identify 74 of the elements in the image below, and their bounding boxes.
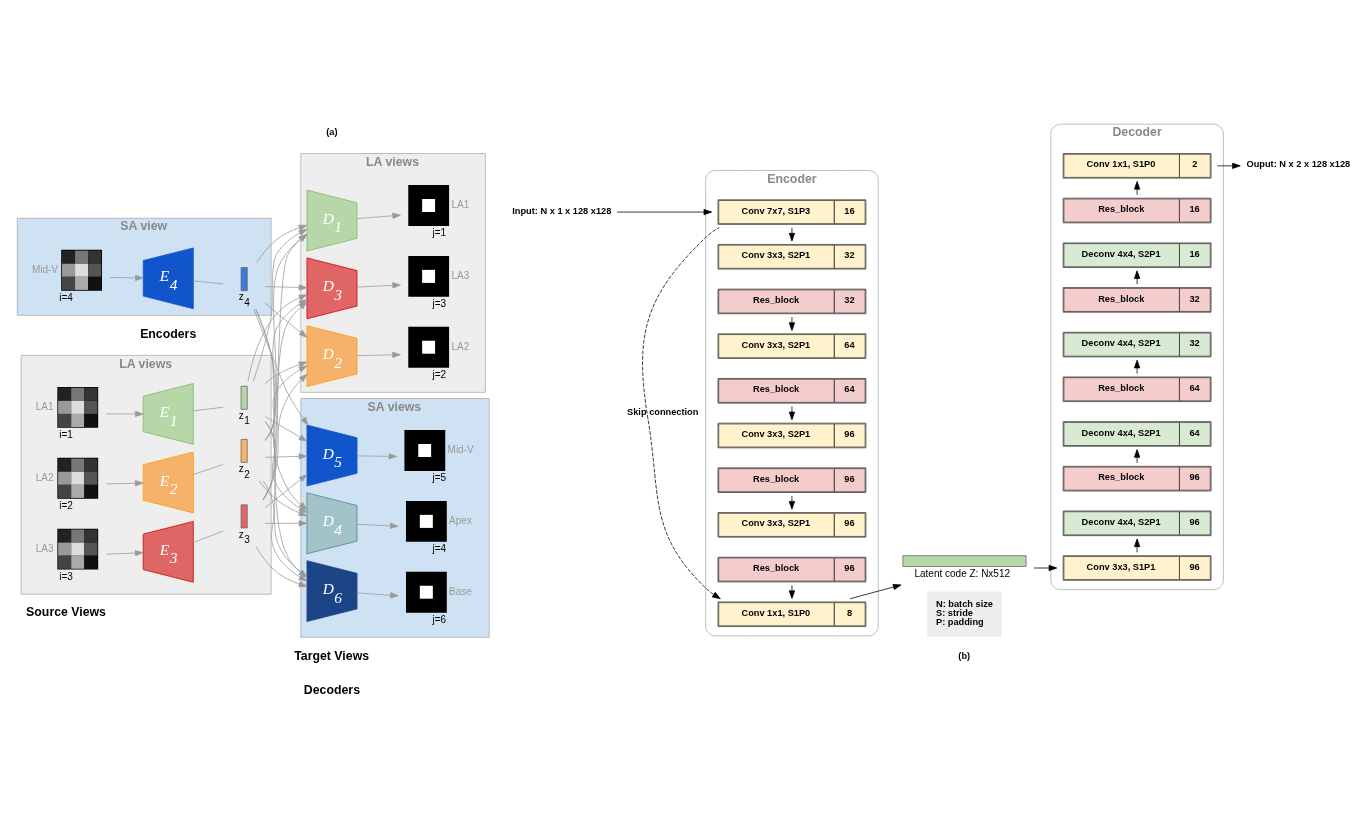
node-text: Input: N x 1 x 128 x128 [512, 205, 612, 216]
node-label: LA3 [35, 542, 54, 554]
arrow [1134, 270, 1141, 285]
arrow [1134, 538, 1141, 553]
node-label: i=4 [59, 291, 73, 303]
arrow [105, 480, 144, 487]
arrow [356, 453, 398, 460]
label: (a) [326, 127, 338, 138]
arrow [849, 584, 902, 600]
connector [193, 464, 224, 475]
arrow [264, 416, 308, 442]
label: Decoders [303, 683, 360, 698]
label: Source Views [26, 605, 106, 620]
arrow [788, 316, 795, 331]
node-label: j=1 [432, 227, 447, 239]
node-label: j=6 [432, 614, 447, 626]
connector [193, 280, 224, 285]
arrow [1134, 449, 1141, 464]
arrow [262, 301, 308, 501]
connector [193, 406, 224, 412]
arrow [262, 373, 308, 501]
arrow [264, 365, 308, 441]
arrow [105, 410, 144, 417]
arrow [264, 302, 308, 338]
arrow [788, 227, 795, 242]
arrow [264, 361, 308, 384]
arrow [356, 592, 399, 599]
edge-label: Skip connection [627, 406, 699, 417]
arrow [264, 453, 308, 460]
label: Encoders [140, 326, 197, 341]
arrow [253, 308, 309, 426]
node-label: LA2 [35, 471, 54, 483]
arrow [105, 550, 144, 557]
arrow [1134, 181, 1141, 196]
arrow [788, 406, 795, 421]
label: (b) [958, 651, 971, 661]
node-label: LA1 [35, 401, 54, 412]
arrow [356, 522, 399, 529]
node-label: j=2 [432, 369, 447, 381]
node-label: LA3 [451, 270, 470, 282]
node-label: i=1 [59, 429, 73, 441]
arrow [616, 209, 713, 216]
arrow [264, 520, 308, 527]
node-label: Mid-V [31, 263, 59, 275]
node-text: Ouput: N x 2 x 128 x128 [1246, 159, 1351, 170]
node-label: i=3 [59, 570, 73, 582]
arrow [255, 546, 308, 587]
arrow [788, 584, 795, 599]
node-label: i=2 [59, 500, 73, 511]
arrow [264, 299, 308, 441]
node-label: j=5 [432, 472, 447, 484]
connector [193, 530, 224, 543]
node-label: j=4 [432, 543, 447, 555]
node-label: Mid-V [447, 444, 474, 456]
label: Target Views [294, 648, 370, 663]
arrow [109, 274, 144, 281]
arrow [247, 294, 308, 382]
arrow [642, 227, 721, 600]
node-label: LA1 [451, 199, 470, 211]
arrow [356, 282, 401, 289]
arrow [264, 474, 308, 508]
arrow [264, 284, 308, 291]
arrow [1033, 564, 1058, 572]
arrow [788, 495, 795, 510]
arrow [255, 309, 308, 510]
arrow [1134, 359, 1141, 374]
arrow [356, 351, 401, 358]
node-label: Base [449, 585, 472, 597]
arrow [356, 212, 401, 219]
node-label: LA2 [451, 340, 470, 352]
arrow [1217, 162, 1241, 169]
node-label: j=3 [432, 298, 447, 310]
node-label: Apex [449, 515, 472, 527]
node-label: Latent code Z: Nx512 [914, 567, 1011, 579]
